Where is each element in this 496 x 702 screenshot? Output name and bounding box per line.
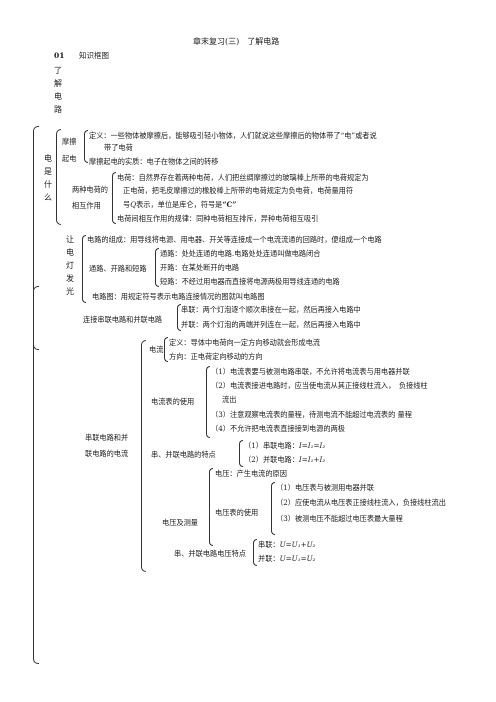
charge-symbol-q: Q — [130, 200, 137, 209]
outer-brace-2 — [33, 286, 39, 664]
charge-line-2: 正电荷，把毛皮摩擦过的橡胶棒上所带的电荷规定为负电荷，电荷量用符 — [123, 186, 354, 195]
branch2-brace — [82, 235, 86, 303]
branch3-brace — [141, 340, 146, 572]
current-brace — [164, 337, 168, 362]
feature-series: （1）串联电路：I=I₁=I₂ — [244, 441, 325, 450]
feature-parallel: （2）并联电路：I=I₁+I₂ — [244, 455, 325, 464]
rub-label-2: 起电 — [62, 154, 77, 163]
voltmeter-brace — [271, 482, 275, 535]
state-short: 短路：不经过用电器而直接将电源两极用导线连通的电路 — [160, 277, 340, 286]
voltmeter-1: （1）电压表与被测用电器并联 — [276, 483, 375, 492]
voltmeter-label: 电压表的使用 — [215, 508, 259, 517]
rub-brace — [84, 130, 88, 163]
circuit-diagram-def: 电路图：用规定符号表示电路连接情况的图就叫电路图 — [92, 292, 265, 301]
ammeter-3: （3）注意观察电流表的量程，待测电流不能超过电流表的 量程 — [211, 410, 412, 419]
voltage-label: 电压及测量 — [162, 518, 198, 527]
side-title-char: 电 — [54, 92, 62, 101]
charge-brace — [112, 172, 116, 224]
voltmeter-2: （2）应使电流从电压表正接线柱流入，负接线柱流出 — [276, 498, 446, 507]
charge-l3b: 表示，单位是库仑，符号是 — [136, 200, 223, 209]
b1-title-char: 么 — [44, 193, 52, 202]
ammeter-label: 电流表的使用 — [151, 397, 195, 406]
states-brace — [155, 248, 159, 287]
b1-title-char: 电 — [44, 154, 52, 163]
voltage-brace — [209, 468, 213, 546]
side-title-char: 了 — [54, 66, 62, 75]
voltage-def: 电压：产生电流的原因 — [215, 469, 287, 478]
section-label: 知识框图 — [79, 51, 109, 60]
rub-essence: 摩擦起电的实质：电子在物体之间的转移 — [89, 157, 219, 166]
charge-l3a: 号 — [123, 200, 131, 209]
ammeter-1: （1）电流表要与被测电路串联，不允许将电流表与用电器并联 — [211, 367, 410, 376]
charge-line-4: 电荷间相互作用的规律：同种电荷相互排斥，异种电荷相互吸引 — [117, 214, 319, 223]
b2-title-char: 让 — [66, 235, 74, 244]
vfeature-brace — [253, 539, 257, 566]
side-title: 了 解 电 路 — [53, 64, 63, 116]
vfeature-parallel-eq: U=U₁=U₂ — [279, 554, 316, 563]
outer-brace — [33, 126, 39, 350]
b3-title-2: 联电路的电流 — [85, 449, 129, 458]
state-closed: 通路：处处连通的电路.电路处处连通叫做电路闭合 — [160, 249, 321, 258]
states-label: 通路、开路和短路 — [89, 264, 147, 273]
feature-parallel-eq: I=I₁+I₂ — [298, 455, 326, 464]
rub-def: 定义：一些物体被摩擦后，能够吸引轻小物体，人们就说这些摩擦后的物体带了“电”或者… — [89, 131, 377, 140]
vfeature-parallel: 并联：U=U₁=U₂ — [258, 554, 316, 563]
feature-series-eq: I=I₁=I₂ — [298, 441, 326, 450]
page-title: 章末复习(三) 了解电路 — [193, 37, 280, 46]
vfeature-series: 串联：U=U₁+U₂ — [258, 540, 316, 549]
conn-brace — [177, 304, 181, 331]
voltmeter-3: （3）被测电压不能超过电压表最大量程 — [276, 514, 403, 523]
rub-def-cont: 带了电荷 — [104, 143, 133, 152]
ammeter-brace — [206, 366, 210, 438]
charge-line-1: 电荷：自然界存在着两种电荷，人们把丝绸摩擦过的玻璃棒上所带的电荷规定为 — [117, 173, 369, 182]
charge-label-2: 相互作用 — [72, 201, 101, 210]
vfeature-parallel-label: 并联： — [258, 554, 280, 563]
b2-title-char: 发 — [66, 274, 74, 283]
rub-label-1: 摩擦 — [62, 137, 77, 146]
side-title-char: 解 — [54, 79, 62, 88]
vfeature-series-label: 串联： — [258, 540, 280, 549]
b2-title-char: 灯 — [66, 261, 74, 270]
vfeature-label: 串、并联电路电压特点 — [174, 549, 246, 558]
branch1-title: 电 是 什 么 — [43, 152, 53, 204]
current-label: 电流 — [149, 345, 164, 354]
charge-unit: “C” — [222, 200, 237, 209]
current-dir: 方向：正电荷定向移动的方向 — [169, 352, 263, 361]
side-title-char: 路 — [54, 105, 62, 114]
circuit-composition: 电路的组成：用导线将电源、用电器、开关等连接成一个电流流通的回路时，便组成一个电… — [87, 235, 382, 244]
ammeter-4: （4）不允许把电流表直接接到电源的两极 — [211, 424, 345, 433]
feature-parallel-label: （2）并联电路： — [244, 455, 299, 464]
conn-parallel: 并联：两个灯泡的两端并列连在一起，然后再接入电路中 — [181, 320, 361, 329]
conn-series: 串联：两个灯泡逐个顺次串接在一起，然后再接入电路中 — [181, 305, 361, 314]
b2-title-char: 电 — [66, 248, 74, 257]
b3-title-1: 串联电路和并 — [85, 433, 129, 442]
charge-line-3: 号Q表示，单位是库仑，符号是“C” — [123, 200, 236, 209]
ammeter-2-cont: 流出 — [222, 395, 237, 404]
b1-title-char: 是 — [44, 167, 52, 176]
b2-title-char: 光 — [66, 287, 74, 296]
branch2-title: 让 电 灯 发 光 — [65, 233, 75, 298]
feature-series-label: （1）串联电路： — [244, 441, 299, 450]
feature-label: 串、并联电路的特点 — [151, 450, 216, 459]
current-def: 定义：导体中电荷向一定方向移动就会形成电流 — [169, 338, 320, 347]
ammeter-2: （2）电流表接进电路时，应当使电流从其正接线柱流入， 负接线柱 — [211, 381, 428, 390]
charge-label-1: 两种电荷的 — [72, 185, 108, 194]
state-open: 开路：在某处断开的电路 — [160, 263, 240, 272]
branch1-brace — [56, 129, 61, 225]
vfeature-series-eq: U=U₁+U₂ — [279, 540, 316, 549]
b1-title-char: 什 — [44, 180, 52, 189]
feature-brace — [239, 440, 243, 467]
conn-label: 连接串联电路和并联电路 — [83, 315, 163, 324]
section-number: 01 — [54, 51, 65, 60]
